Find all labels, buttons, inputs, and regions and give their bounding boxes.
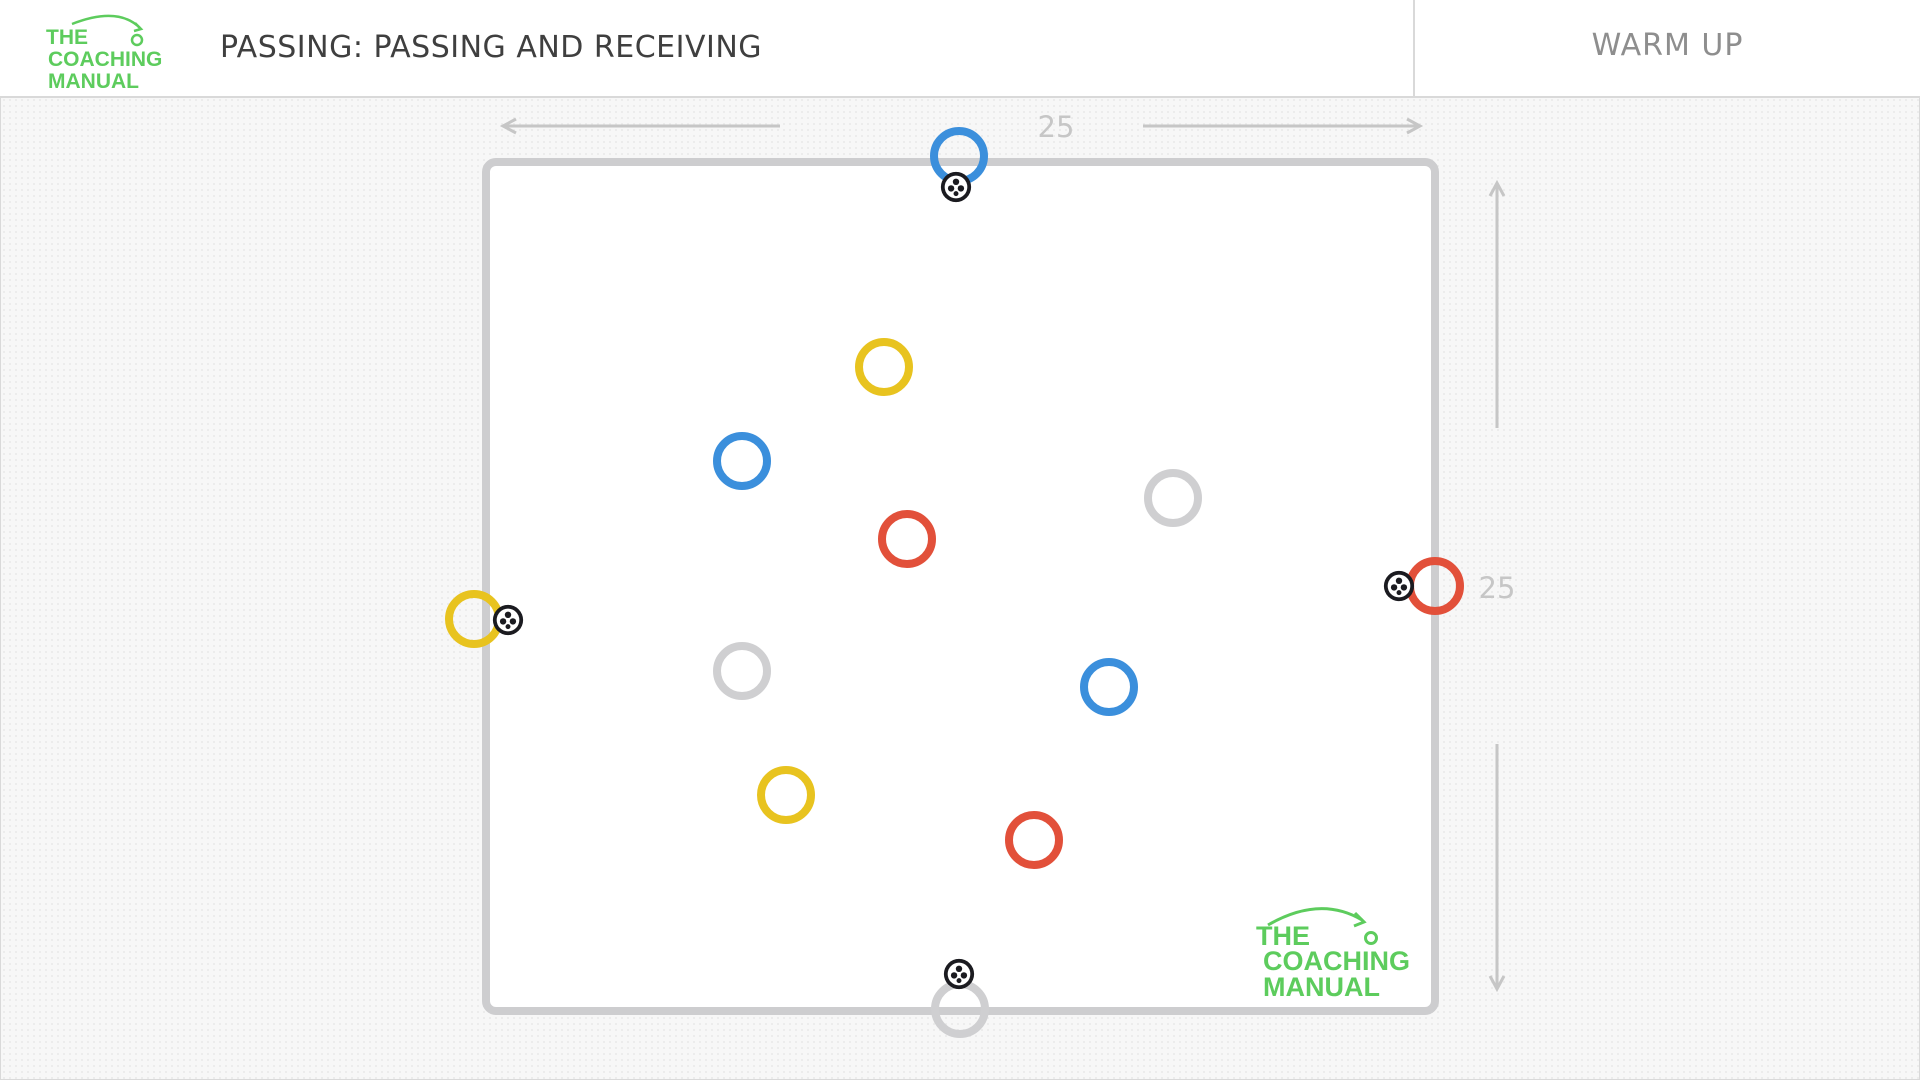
player-grey [1144,469,1202,527]
football-icon [940,171,972,203]
watermark-line-3: MANUAL [1263,972,1380,1002]
football-icon [943,958,975,990]
player-grey [713,642,771,700]
football-icon [1383,570,1415,602]
coaching-manual-logo: THE COACHING MANUAL [46,14,162,90]
player-yellow [855,338,913,396]
player-blue [1080,658,1138,716]
watermark-line-2: COACHING [1263,946,1410,976]
logo-line-1: THE [46,26,88,49]
header-divider [1413,0,1415,96]
player-red [878,510,936,568]
height-dimension-label: 25 [1479,571,1516,605]
header-bar: THE COACHING MANUAL PASSING: PASSING AND… [0,0,1920,98]
football-icon [492,604,524,636]
session-phase-label: WARM UP [1591,28,1744,63]
playing-area [482,158,1439,1015]
logo-line-3: MANUAL [48,70,139,90]
page-title: PASSING: PASSING AND RECEIVING [220,30,763,65]
watermark-logo: THE COACHING MANUAL [1256,907,1410,1002]
watermark-line-1: THE [1256,921,1310,951]
player-red [1005,811,1063,869]
player-blue [713,432,771,490]
logo-line-2: COACHING [48,48,162,71]
player-yellow [757,766,815,824]
width-dimension-label: 25 [1038,110,1075,144]
